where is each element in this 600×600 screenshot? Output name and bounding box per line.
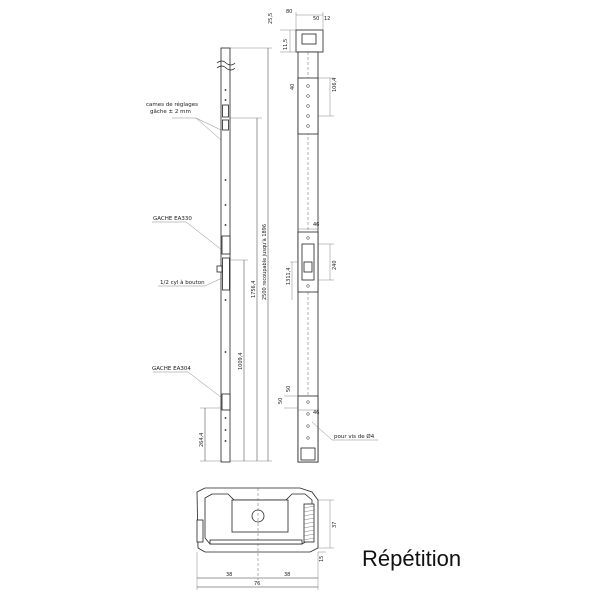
dim-38a: 38 [226,572,232,578]
right-bottom-plate [297,395,319,463]
left-dim-lines [200,47,272,462]
cross-section: 37 15 38 38 76 [196,487,338,590]
dim-106-4: 106,4 [332,78,338,92]
dim-11-5: 11,5 [283,39,289,50]
leader-cyl [158,277,223,287]
left-cam-top2 [222,119,229,131]
right-elevation: 80 50 12 25,5 11,5 40 106,4 46 240 1311,… [268,9,378,463]
section-rail-hatch [303,505,315,541]
leader-screws [311,421,378,441]
leader-cams [172,117,222,141]
label-gache-ea304: GACHE EA304 [152,366,191,372]
label-screws: pour vis de Ø4 [334,433,375,440]
left-gache-ea304 [221,393,231,411]
section-bottom-strip [209,539,303,545]
right-top-holes [306,84,310,128]
label-cams: cames de réglages [146,101,198,108]
left-cam-top [222,104,229,118]
dim-264-4: 264,4 [199,433,205,447]
left-bar [220,47,231,463]
left-elevation: cames de réglages gâche ± 2 mm GACHE EA3… [146,47,272,463]
dim-1009-4: 1009,4 [238,353,244,371]
dim-25-5: 25,5 [268,13,274,24]
right-head-inner [301,33,317,45]
left-gache-ea330 [221,235,231,255]
left-knob [216,265,223,273]
label-cams2: gâche ± 2 mm [150,108,191,115]
dim-1311-4: 1311,4 [286,268,292,286]
dim-240: 240 [332,260,338,270]
dim-50b: 50 [278,398,284,404]
label-gache-ea330: GACHE EA330 [153,216,192,222]
right-center-key [303,261,313,273]
dim-50c: 50 [286,386,292,392]
leader-gache-ea304 [153,371,223,399]
dim-38b: 38 [284,572,290,578]
title-repetition: Répétition [362,546,461,571]
dim-12: 12 [324,16,330,22]
dim-37: 37 [332,522,338,528]
dim-15: 15 [319,556,325,562]
dim-76: 76 [254,581,260,587]
dim-1756-4: 1756,4 [251,281,257,299]
right-bottom-holes [306,400,310,440]
section-left-lip [196,519,204,543]
left-bar-break [216,60,236,71]
dim-46b: 46 [313,410,319,416]
leader-gache-ea330 [152,221,223,251]
dim-50: 50 [313,16,319,22]
dim-40: 40 [290,84,296,90]
right-center-holes [306,236,310,288]
dim-2500: 2500 recoupable jusqu'à 1896 [261,224,268,300]
label-cyl: 1/2 cyl à bouton [160,279,205,286]
dim-80: 80 [286,9,292,15]
dim-46a: 46 [313,222,319,228]
right-foot [300,447,316,461]
left-cylinder-block [222,257,230,291]
